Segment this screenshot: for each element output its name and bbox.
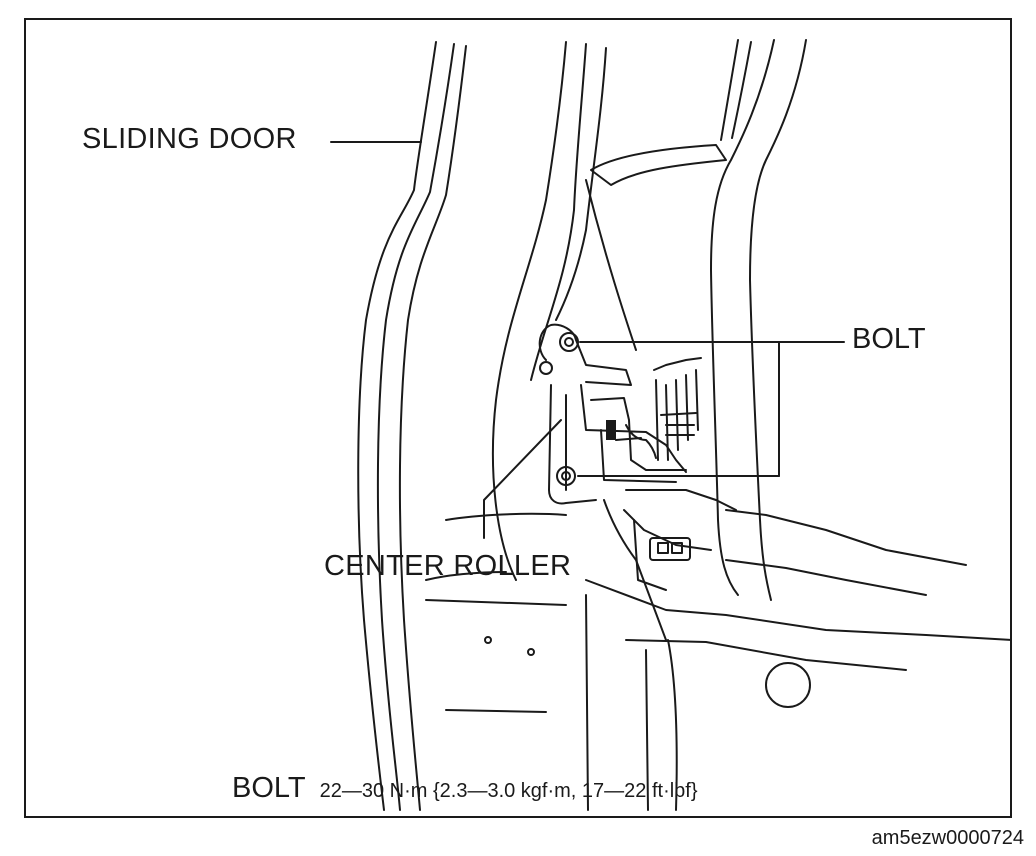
bolt-heads <box>539 332 579 486</box>
rail-body <box>585 179 637 351</box>
roller-guide <box>653 357 702 461</box>
upper-bolt-icon <box>559 332 579 352</box>
lower-bolt-icon <box>556 466 576 486</box>
sliding-door-illustration <box>330 39 1010 811</box>
torque-spec: BOLT 22—30 N·m {2.3—3.0 kgf·m, 17—22 ft·l… <box>232 772 698 805</box>
body-hole-icon <box>765 662 811 708</box>
bolt-label: BOLT <box>852 323 926 355</box>
center-roller-label: CENTER ROLLER <box>324 550 572 582</box>
pillar-lines <box>491 41 607 581</box>
leader-lines <box>330 141 845 539</box>
lower-body <box>425 489 1010 811</box>
torque-spec-item: BOLT <box>232 772 306 804</box>
center-roller-bracket <box>538 323 687 505</box>
torque-spec-value: 22—30 N·m {2.3—3.0 kgf·m, 17—22 ft·lbf} <box>319 780 698 802</box>
door-edge-lines <box>357 41 467 811</box>
sliding-door-label: SLIDING DOOR <box>82 123 297 155</box>
upper-rail <box>590 144 727 186</box>
figure-code: am5ezw0000724 <box>871 827 1024 849</box>
body-pillar <box>710 39 807 601</box>
diagram-frame: SLIDING DOOR BOLT CENTER ROLLER BOLT 22—3… <box>24 18 1012 818</box>
connector-icon <box>649 537 691 561</box>
